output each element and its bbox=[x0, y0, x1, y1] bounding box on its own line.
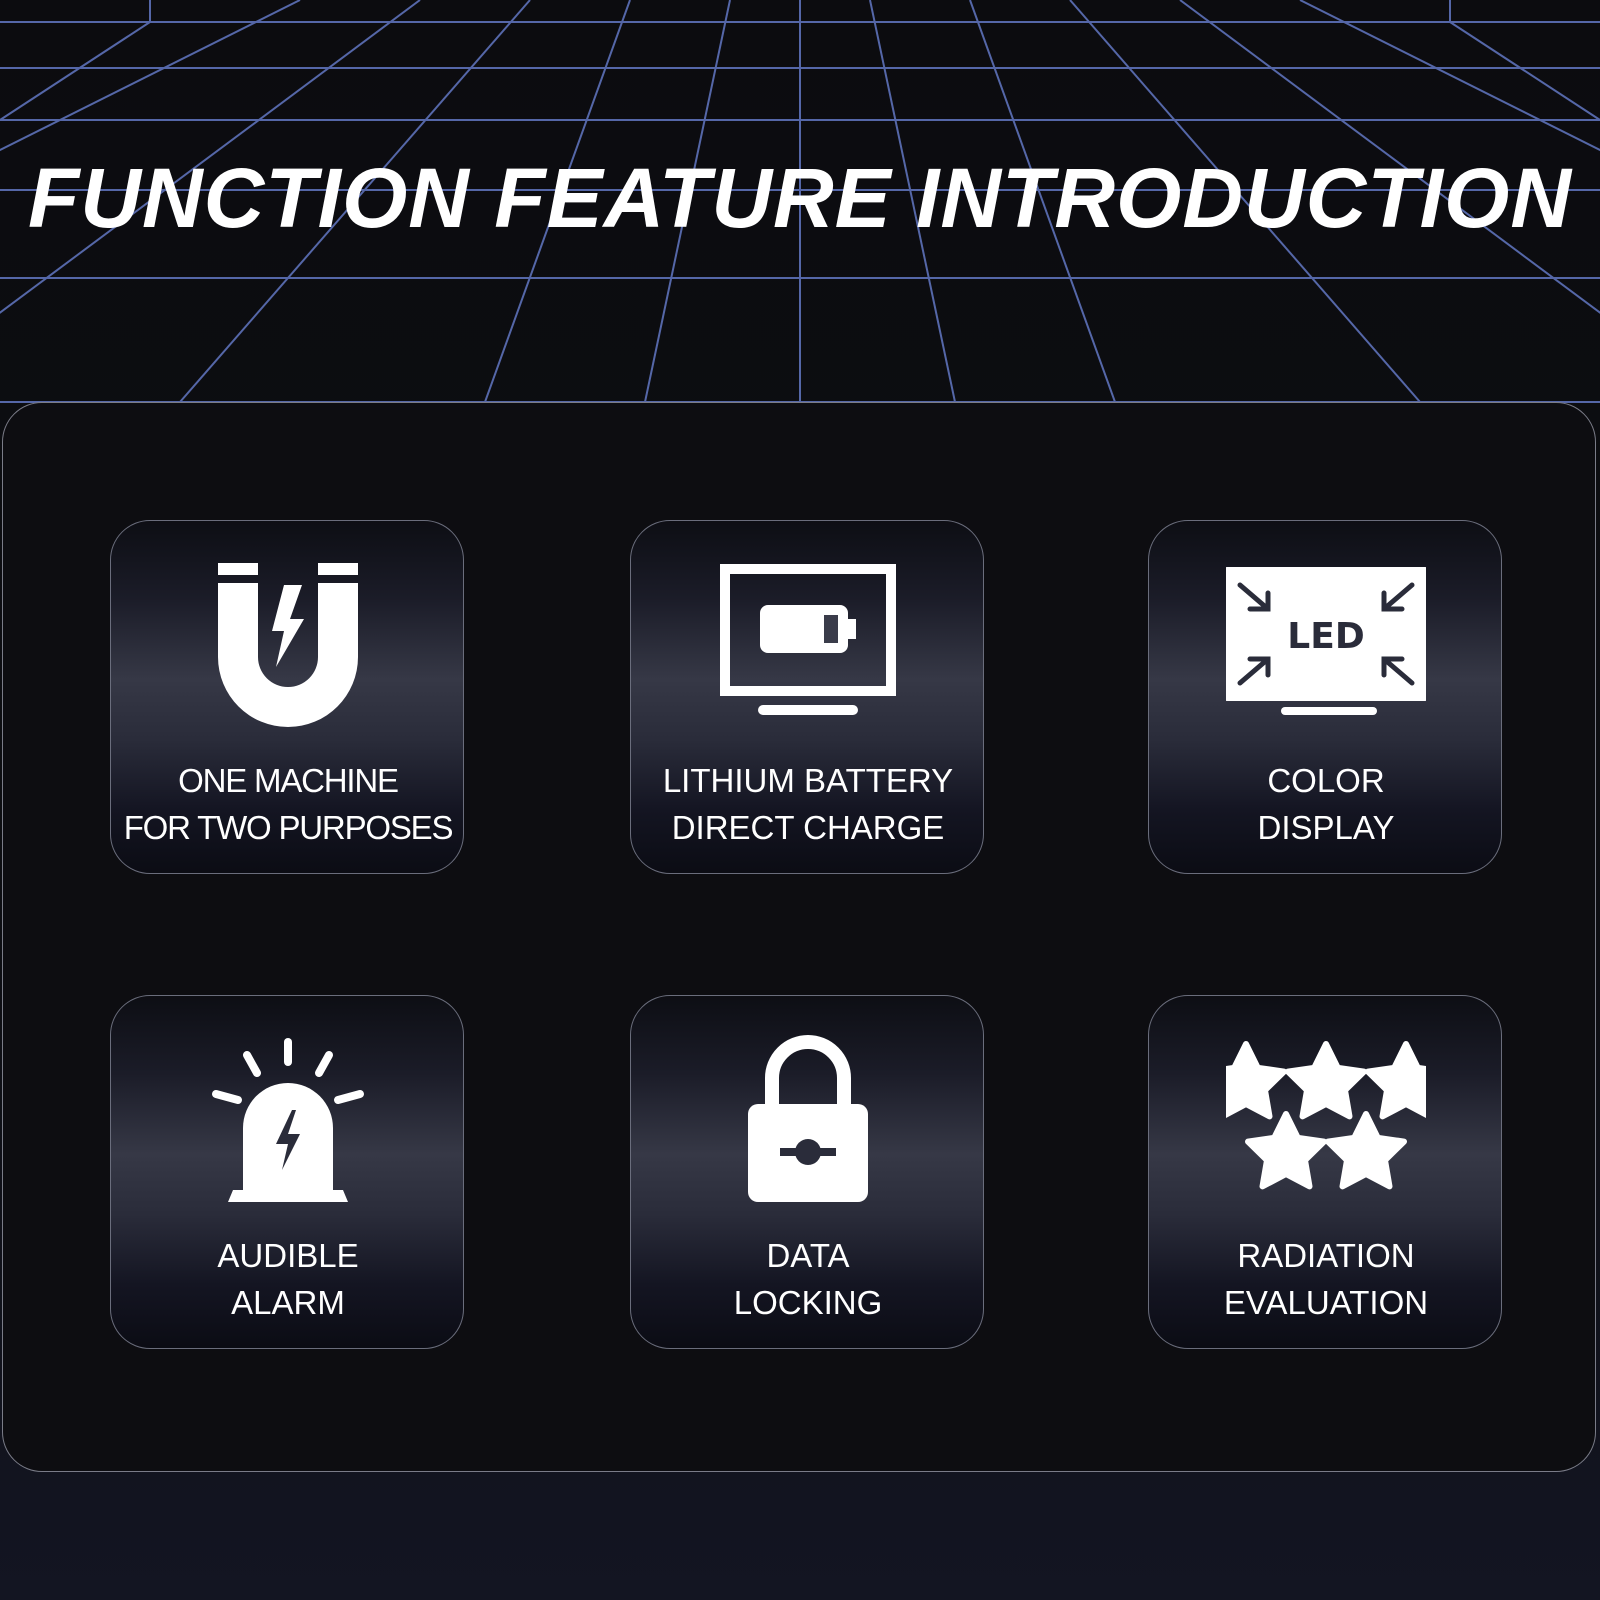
led-display-icon: LED bbox=[1226, 557, 1426, 727]
monitor-battery-icon bbox=[708, 557, 908, 727]
feature-label: ONE MACHINE FOR TWO PURPOSES bbox=[123, 762, 454, 846]
feature-label: LITHIUM BATTERY DIRECT CHARGE bbox=[662, 762, 954, 846]
page-title: FUNCTION FEATURE INTRODUCTION bbox=[28, 151, 1572, 245]
feature-card-audible-alarm: AUDIBLE ALARM bbox=[110, 995, 464, 1349]
magnet-bolt-icon bbox=[188, 557, 388, 727]
feature-label: AUDIBLE ALARM bbox=[217, 1237, 359, 1321]
feature-card-color-display: LED COLOR DISPLAY bbox=[1148, 520, 1502, 874]
feature-card-radiation-evaluation: RADIATION EVALUATION bbox=[1148, 995, 1502, 1349]
feature-label: RADIATION EVALUATION bbox=[1223, 1237, 1429, 1321]
feature-card-lithium-battery: LITHIUM BATTERY DIRECT CHARGE bbox=[630, 520, 984, 874]
five-stars-icon bbox=[1226, 1032, 1426, 1202]
padlock-icon bbox=[708, 1032, 908, 1202]
alarm-siren-icon bbox=[188, 1032, 388, 1202]
feature-label: COLOR DISPLAY bbox=[1257, 762, 1395, 846]
feature-label: DATA LOCKING bbox=[733, 1237, 883, 1321]
feature-card-one-machine: ONE MACHINE FOR TWO PURPOSES bbox=[110, 520, 464, 874]
feature-card-data-locking: DATA LOCKING bbox=[630, 995, 984, 1349]
led-text: LED bbox=[1287, 616, 1364, 657]
